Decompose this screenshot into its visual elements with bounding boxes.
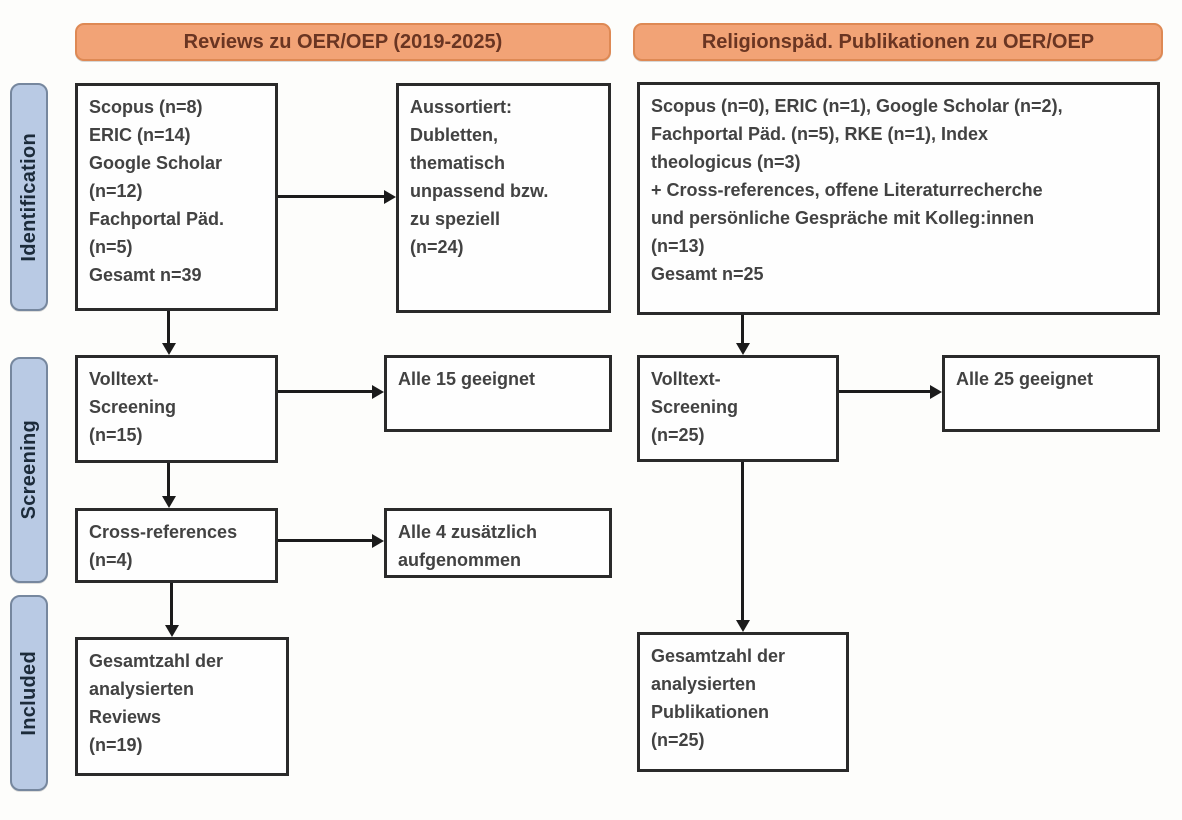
stage-label-screening-text: Screening <box>17 420 40 520</box>
stage-label-identification: Identification <box>10 83 48 311</box>
box-left-excluded: Aussortiert: Dubletten, thematisch unpas… <box>396 83 611 313</box>
left-sources-to-excluded-arrow <box>278 189 396 204</box>
column-header-religionspaed: Religionspäd. Publikationen zu OER/OEP <box>633 23 1163 61</box>
stage-label-screening: Screening <box>10 357 48 583</box>
box-right-included-total: Gesamtzahl der analysierten Publikatione… <box>637 632 849 772</box>
right-sources-to-fulltext-arrow <box>735 315 750 355</box>
left-fulltext-to-result-arrow <box>278 384 384 399</box>
left-fulltext-to-crossref-arrow <box>161 463 176 508</box>
box-right-fulltext-result: Alle 25 geeignet <box>942 355 1160 432</box>
box-left-fulltext-screening: Volltext- Screening (n=15) <box>75 355 278 463</box>
left-crossref-to-result-arrow <box>278 533 384 548</box>
box-right-fulltext-screening: Volltext- Screening (n=25) <box>637 355 839 462</box>
right-fulltext-to-result-arrow <box>839 384 942 399</box>
left-crossref-to-included-arrow <box>164 583 179 637</box>
left-sources-to-fulltext-arrow <box>161 311 176 355</box>
column-header-reviews: Reviews zu OER/OEP (2019-2025) <box>75 23 611 61</box>
stage-label-identification-text: Identification <box>17 132 40 262</box>
box-right-sources: Scopus (n=0), ERIC (n=1), Google Scholar… <box>637 82 1160 315</box>
box-left-cross-references: Cross-references (n=4) <box>75 508 278 583</box>
box-left-cross-references-result: Alle 4 zusätzlich aufgenommen <box>384 508 612 578</box>
box-left-sources: Scopus (n=8) ERIC (n=14) Google Scholar … <box>75 83 278 311</box>
stage-label-included: Included <box>10 595 48 791</box>
stage-label-included-text: Included <box>17 650 40 736</box>
box-left-included-total: Gesamtzahl der analysierten Reviews (n=1… <box>75 637 289 776</box>
box-left-fulltext-result: Alle 15 geeignet <box>384 355 612 432</box>
right-fulltext-to-included-arrow <box>735 462 750 632</box>
